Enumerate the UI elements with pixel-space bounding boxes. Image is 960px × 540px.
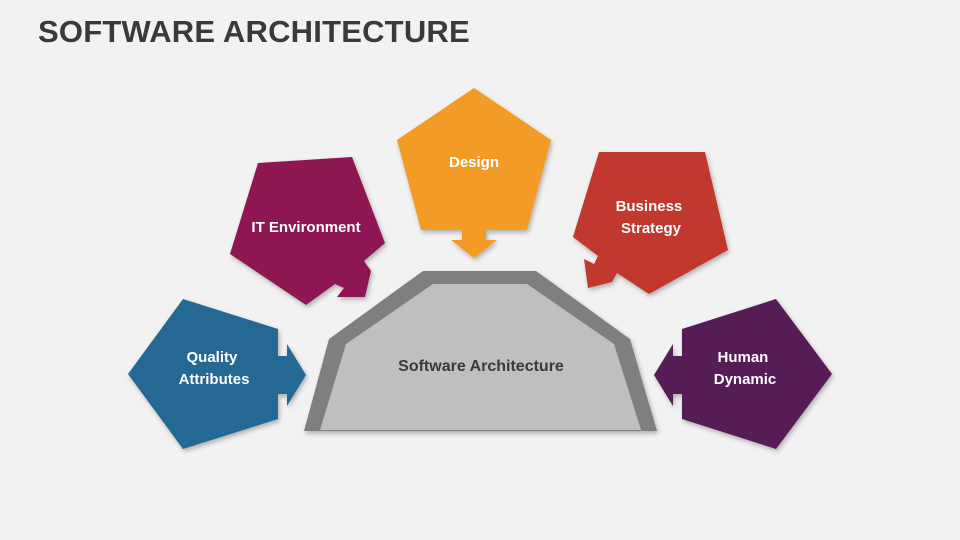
- slide-title: SOFTWARE ARCHITECTURE: [38, 14, 470, 49]
- node-design: [397, 88, 551, 258]
- node-label-line: Human: [717, 349, 768, 366]
- node-shape: [654, 299, 832, 449]
- node-label-quality-attributes: Quality Attributes: [179, 349, 250, 388]
- node-shape: [230, 157, 385, 305]
- node-label-line: Dynamic: [714, 371, 777, 388]
- node-label-business-strategy: Business Strategy: [616, 198, 687, 237]
- center-block-face: [320, 284, 641, 430]
- node-label-line: Strategy: [621, 220, 682, 237]
- node-label-line: Design: [449, 154, 499, 171]
- center-label: Software Architecture: [398, 358, 564, 375]
- node-shape: [573, 152, 728, 294]
- node-label-line: Quality: [186, 349, 238, 366]
- node-shape: [397, 88, 551, 258]
- center-block: [304, 271, 657, 431]
- node-label-line: Business: [616, 198, 683, 215]
- node-quality-attributes: [128, 299, 306, 449]
- node-label-design: Design: [449, 154, 499, 171]
- node-label-line: IT Environment: [251, 219, 360, 236]
- node-label-human-dynamic: Human Dynamic: [714, 349, 777, 388]
- node-human-dynamic: [654, 299, 832, 449]
- node-label-line: Attributes: [179, 371, 250, 388]
- node-label-it-environment: IT Environment: [251, 219, 360, 236]
- node-it-environment: [230, 157, 385, 305]
- node-shape: [128, 299, 306, 449]
- node-business-strategy: [573, 152, 728, 294]
